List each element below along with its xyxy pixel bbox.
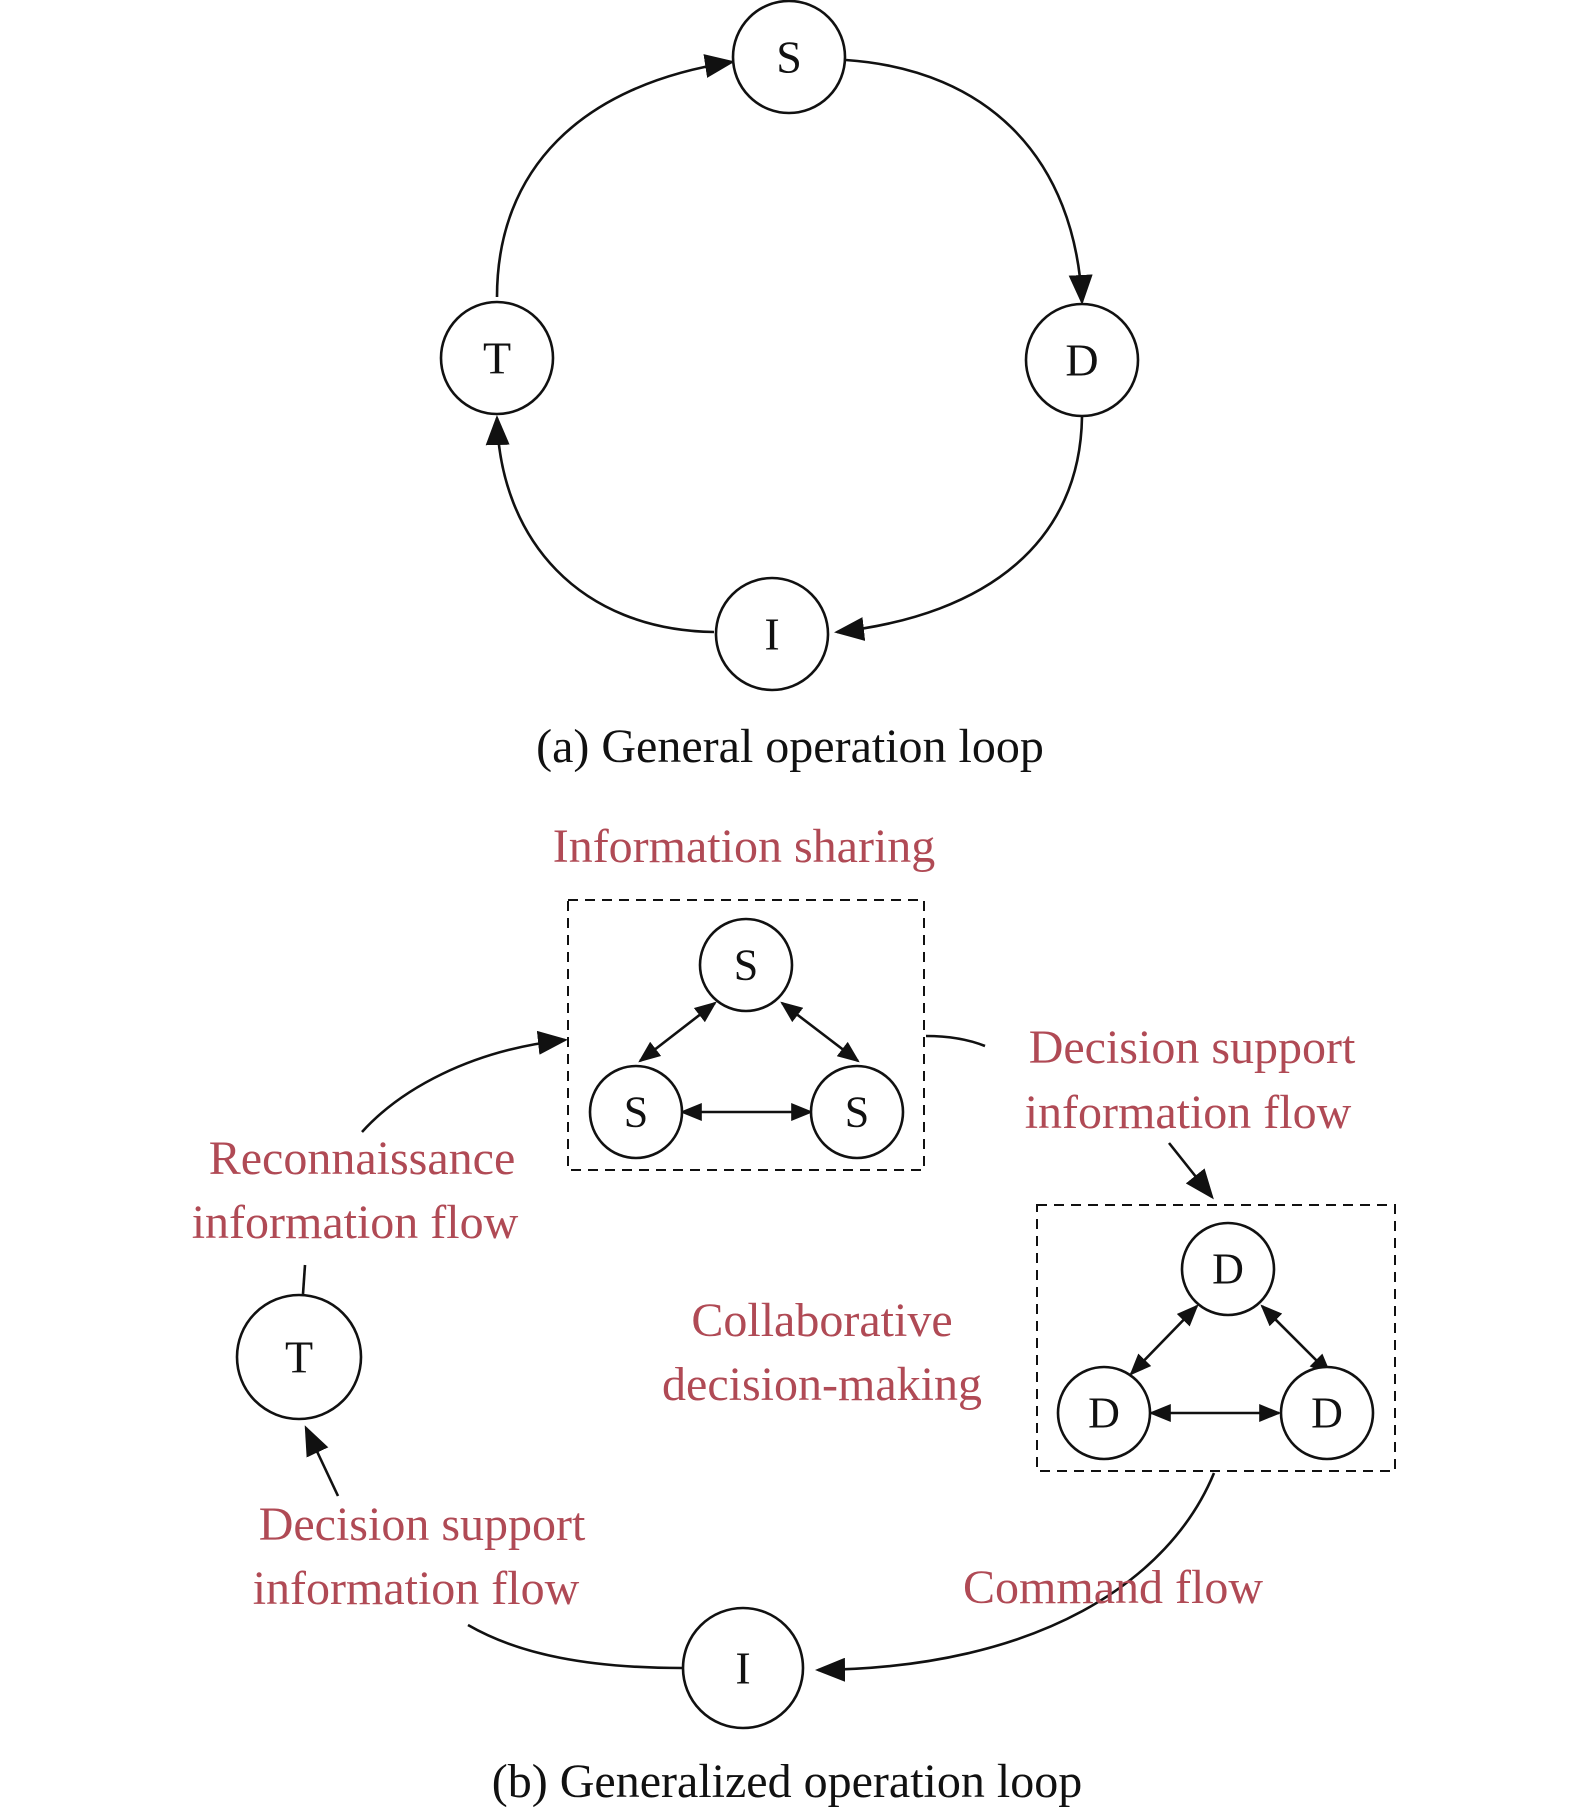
sensor-edge-top-right <box>780 1001 860 1063</box>
reconnaissance-arrow <box>361 1030 568 1133</box>
node-t: T <box>439 300 555 416</box>
edge-d-to-i <box>834 416 1084 641</box>
decision-support-top-arrow <box>1167 1142 1214 1200</box>
node-i-label: I <box>764 609 779 660</box>
node-i: I <box>714 576 830 692</box>
decision-node-top: D <box>1180 1221 1276 1317</box>
decision-node-left: D <box>1056 1365 1152 1461</box>
decision-support-bottom-line1: Decision support <box>259 1498 586 1551</box>
caption-b: (b) Generalized operation loop <box>492 1755 1082 1808</box>
node-d: D <box>1024 302 1140 418</box>
edge-t-to-s <box>495 54 735 298</box>
reconnaissance-line1: Reconnaissance <box>209 1132 516 1185</box>
decision-edge-top-left <box>1129 1304 1199 1376</box>
sensor-node-top-label: S <box>734 941 758 990</box>
decision-node-top-label: D <box>1212 1245 1244 1294</box>
decision-node-right: D <box>1279 1365 1375 1461</box>
information-sharing-title: Information sharing <box>553 820 936 873</box>
edge-i-to-t <box>485 415 715 634</box>
collaborative-line1: Collaborative <box>691 1294 952 1347</box>
decision-edge-top-right <box>1260 1304 1332 1376</box>
influencer-node: I <box>681 1606 805 1730</box>
decision-support-bottom-line2: information flow <box>253 1562 580 1615</box>
sensor-node-top: S <box>698 917 794 1013</box>
decision-group-box <box>1036 1204 1396 1472</box>
influencer-node-label: I <box>735 1643 750 1694</box>
command-flow-label: Command flow <box>963 1561 1263 1614</box>
target-node: T <box>235 1293 363 1421</box>
collaborative-line2: decision-making <box>662 1358 982 1411</box>
decision-support-top-connector <box>925 1034 986 1048</box>
general-loop: S D I T (a) General operation loop <box>439 0 1140 773</box>
sensor-node-right: S <box>809 1064 905 1160</box>
node-s: S <box>731 0 847 115</box>
node-s-label: S <box>776 32 802 83</box>
decision-support-bottom-arrow <box>304 1425 340 1497</box>
decision-support-top-line2: information flow <box>1025 1086 1352 1139</box>
edge-s-to-d <box>845 58 1093 305</box>
reconnaissance-line2: information flow <box>192 1196 519 1249</box>
reconnaissance-connector <box>301 1264 307 1295</box>
caption-a: (a) General operation loop <box>536 720 1044 773</box>
decision-node-right-label: D <box>1311 1389 1343 1438</box>
command-flow-arrow <box>815 1472 1216 1682</box>
sensor-group-box <box>567 899 925 1171</box>
generalized-loop: Information sharing S S S Decision suppo… <box>192 820 1396 1808</box>
decision-support-top-line1: Decision support <box>1029 1021 1356 1074</box>
decision-node-left-label: D <box>1088 1389 1120 1438</box>
node-t-label: T <box>483 333 511 384</box>
sensor-node-left: S <box>588 1064 684 1160</box>
node-d-label: D <box>1065 335 1098 386</box>
target-node-label: T <box>285 1332 313 1383</box>
sensor-edge-top-left <box>638 1001 717 1063</box>
sensor-node-right-label: S <box>845 1088 869 1137</box>
decision-support-bottom-connector <box>467 1623 683 1670</box>
sensor-node-left-label: S <box>624 1088 648 1137</box>
